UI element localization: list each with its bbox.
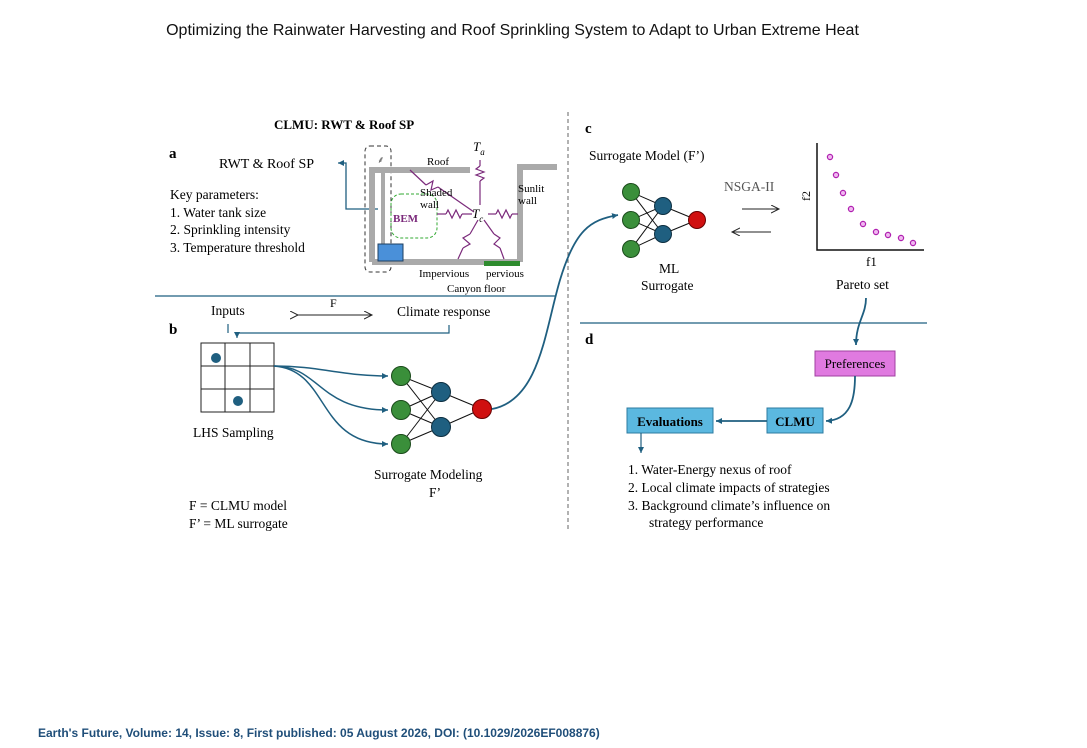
f1-axis-label: f1 (866, 254, 877, 269)
water-tank (377, 243, 404, 262)
preferences-box (814, 350, 896, 377)
resistor-network (409, 160, 518, 260)
legend-f-prime: F’ = ML surrogate (189, 516, 288, 531)
hidden-node (654, 197, 672, 215)
input-node (622, 240, 640, 258)
hidden-node (431, 382, 451, 402)
page-title: Optimizing the Rainwater Harvesting and … (166, 22, 859, 39)
f-label: F (330, 296, 337, 310)
sprinkler-icon: ⸙ (377, 155, 385, 166)
surrogate-transfer-arrow (491, 213, 619, 410)
panel-b-letter: b (169, 322, 177, 338)
clmu-label: CLMU (775, 414, 815, 429)
evaluation-item: 3. Background climate’s influence on (628, 498, 830, 513)
nsga-label: NSGA-II (724, 179, 775, 194)
evaluation-item: 2. Local climate impacts of strategies (628, 480, 830, 495)
building-outline (369, 167, 470, 262)
pareto-set-label: Pareto set (836, 277, 889, 292)
key-param-item: 1. Water tank size (170, 205, 266, 220)
input-node (622, 211, 640, 229)
f-prime-label: F’ (429, 485, 441, 500)
panel-c-letter: c (585, 121, 592, 137)
pareto-points (826, 153, 917, 247)
output-node (688, 211, 706, 229)
hidden-node (431, 417, 451, 437)
input-node (391, 366, 411, 386)
evaluations-box (626, 407, 714, 434)
panel-d-letter: d (585, 332, 594, 348)
citation-footer: Earth's Future, Volume: 14, Issue: 8, Fi… (38, 726, 600, 740)
inputs-label: Inputs (211, 303, 245, 318)
panel-a-header: CLMU: RWT & Roof SP (274, 117, 414, 132)
rwt-dashed-box (364, 145, 392, 273)
panel-a-letter: a (169, 146, 177, 162)
ta-label: Ta (473, 139, 485, 157)
lhs-grid (200, 342, 275, 413)
output-node (472, 399, 492, 419)
sample-point (211, 353, 221, 363)
sample-point (233, 396, 243, 406)
key-params-title: Key parameters: (170, 187, 259, 202)
key-param-item: 3. Temperature threshold (170, 240, 305, 255)
sampling-flow (273, 365, 389, 447)
bem-box (390, 193, 438, 239)
system-label-arrow (338, 160, 378, 210)
shaded-wall-label: wall (420, 199, 439, 211)
tc-label: Tc (472, 206, 483, 224)
sunlit-wall-shape (517, 164, 557, 262)
sunlit-label: Sunlit (518, 183, 544, 195)
input-node (622, 183, 640, 201)
evaluation-item: strategy performance (649, 515, 763, 530)
bem-label: BEM (393, 213, 419, 225)
surrogate-model-title: Surrogate Model (F’) (589, 148, 704, 163)
key-param-item: 2. Sprinkling intensity (170, 222, 291, 237)
roof-label: Roof (427, 156, 449, 168)
input-node (391, 400, 411, 420)
pervious-surface (484, 261, 520, 266)
shaded-label: Shaded (420, 187, 453, 199)
legend-f: F = CLMU model (189, 498, 287, 513)
lhs-label: LHS Sampling (193, 425, 274, 440)
sunlit-wall-label: wall (518, 195, 537, 207)
preferences-label: Preferences (825, 356, 886, 371)
ml-label: ML (659, 261, 679, 276)
canyon-floor-label: Canyon floor (447, 283, 506, 295)
system-label: RWT & Roof SP (219, 157, 314, 172)
evaluations-label: Evaluations (637, 414, 703, 429)
impervious-label: Impervious (419, 268, 469, 280)
feedback-arrow (234, 325, 450, 338)
pareto-to-preferences-arrow (853, 297, 867, 346)
surrogate-modeling-label: Surrogate Modeling (374, 467, 483, 482)
surrogate-label: Surrogate (641, 278, 693, 293)
pervious-label: pervious (486, 268, 524, 280)
hidden-node (654, 225, 672, 243)
pareto-axes (816, 143, 924, 251)
f2-axis-label: f2 (799, 191, 813, 201)
preferences-to-clmu-arrow (825, 375, 856, 424)
evaluation-item: 1. Water-Energy nexus of roof (628, 462, 792, 477)
climate-response-label: Climate response (397, 304, 490, 319)
input-node (391, 434, 411, 454)
